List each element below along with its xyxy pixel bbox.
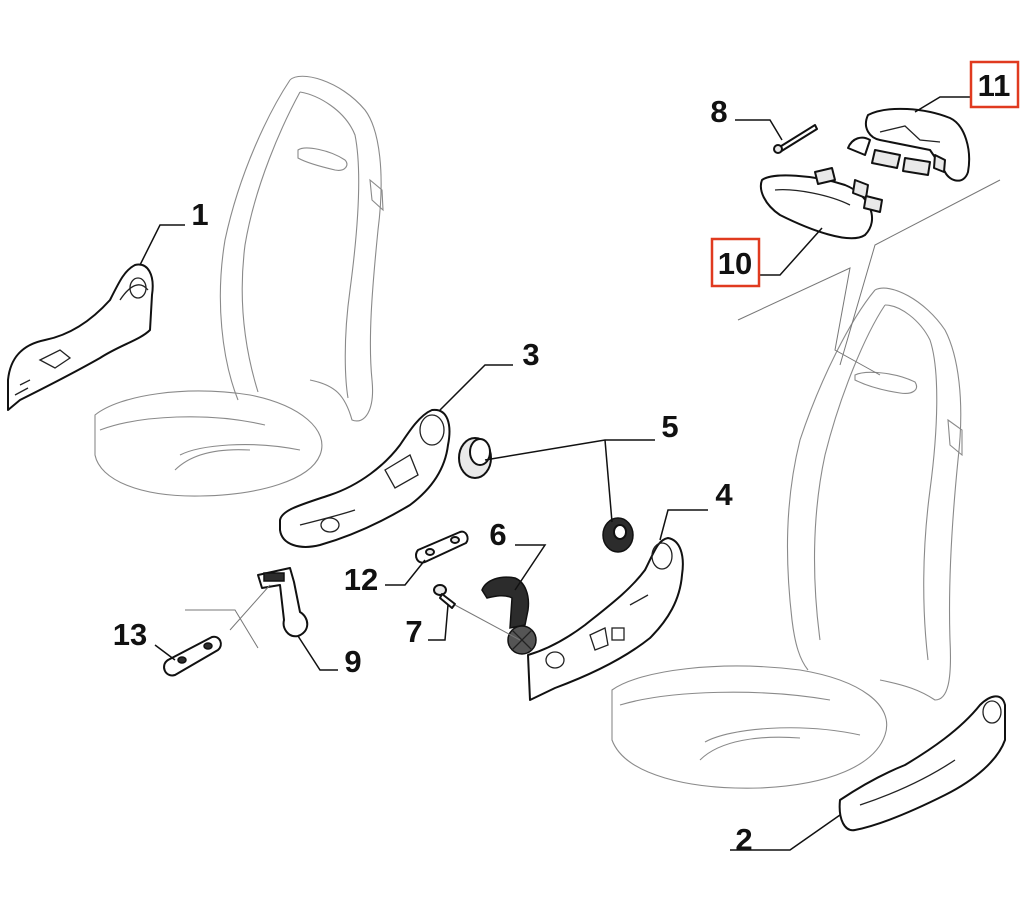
part-6-lever bbox=[481, 576, 537, 655]
callout-8: 8 bbox=[710, 94, 727, 129]
part-2-lower-trim bbox=[838, 695, 1006, 832]
callout-11: 11 bbox=[978, 68, 1011, 103]
part-1-side-trim bbox=[7, 263, 154, 411]
callout-3: 3 bbox=[522, 337, 539, 372]
part-9-bracket bbox=[257, 567, 309, 638]
callout-4: 4 bbox=[715, 477, 733, 512]
callout-11-highlight bbox=[969, 60, 1020, 109]
callout-labels: 1 2 3 4 5 6 7 8 9 10 11 12 13 bbox=[113, 68, 1011, 857]
part-5-knobs bbox=[458, 437, 634, 553]
part-7-screw bbox=[433, 584, 456, 609]
part-12-slide-plate bbox=[415, 530, 469, 564]
callout-2: 2 bbox=[735, 822, 752, 857]
callout-9: 9 bbox=[344, 644, 361, 679]
callout-10: 10 bbox=[718, 246, 752, 281]
leader-lines bbox=[139, 96, 970, 851]
seat-left bbox=[94, 75, 384, 497]
callout-13: 13 bbox=[113, 617, 147, 652]
seat-right bbox=[611, 287, 963, 789]
part-8-pin bbox=[773, 124, 818, 154]
callout-10-highlight bbox=[710, 237, 761, 288]
part-11-handle bbox=[847, 107, 971, 182]
part-3-recliner-trim bbox=[279, 408, 451, 548]
callout-5: 5 bbox=[661, 409, 678, 444]
callout-6: 6 bbox=[489, 517, 506, 552]
callout-12: 12 bbox=[344, 562, 378, 597]
callout-1: 1 bbox=[191, 197, 208, 232]
callout-7: 7 bbox=[405, 614, 422, 649]
assembly-guides bbox=[185, 179, 1001, 649]
part-10-bezel bbox=[760, 167, 883, 240]
part-13-plate bbox=[163, 635, 222, 677]
part-4-inner-trim bbox=[527, 537, 684, 701]
